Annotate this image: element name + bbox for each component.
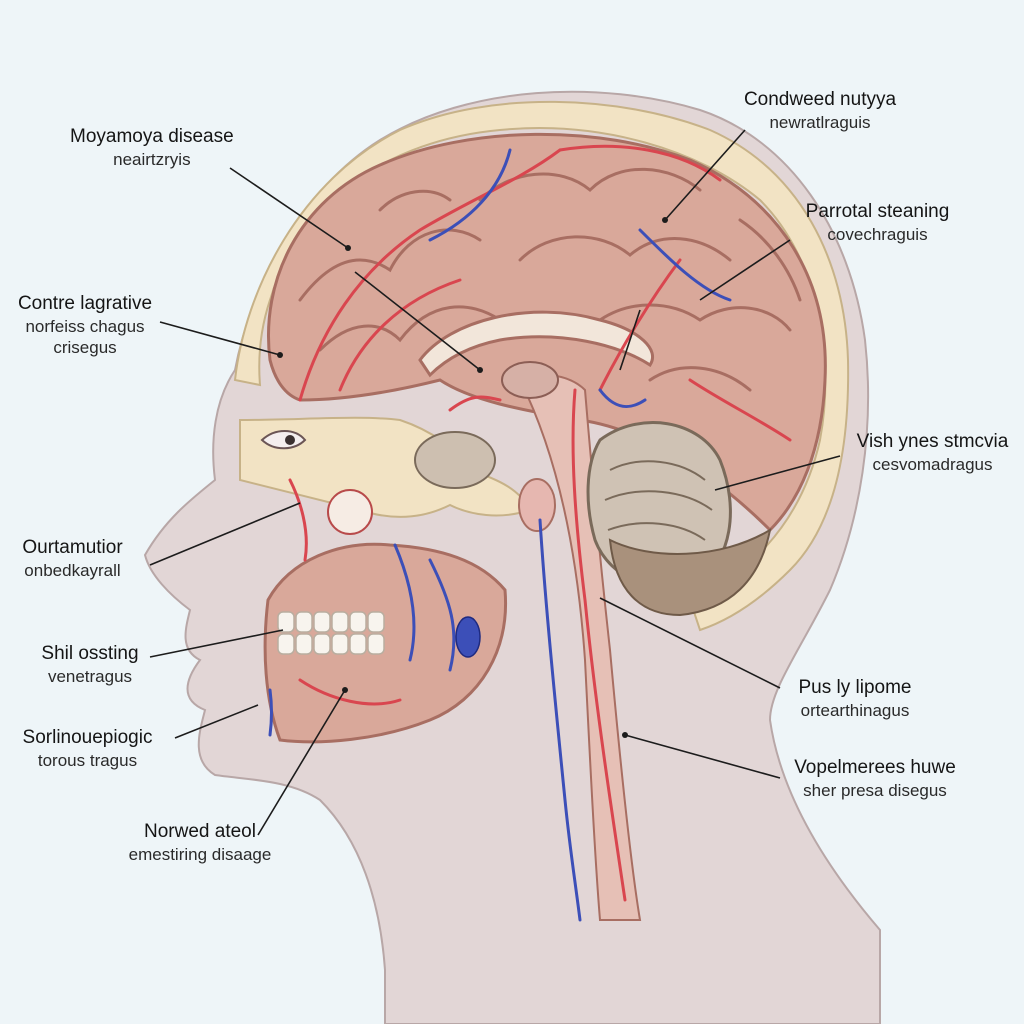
sphenoid-sinus [414,431,496,489]
label-ourtamutior: Ourtamutior onbedkayrall [0,536,145,581]
label-shil-sub: venetragus [47,666,133,686]
nasal-cavity [327,489,373,535]
label-contre-title: Contre lagrative [17,293,153,314]
leader-dots [277,217,668,738]
label-pus-title: Pus ly lipome [798,677,912,698]
label-contre: Contre lagrative norfeiss chagus crisegu… [0,292,170,358]
label-pus-sub: ortearthinagus [800,700,910,720]
label-norwed-sub: emestiring disaage [128,844,272,864]
label-parrotal-title: Parrotal steaning [805,201,950,222]
label-pus: Pus ly lipome ortearthinagus [775,676,935,721]
label-moyamoya: Moyamoya disease neairtzryis [70,125,234,170]
eye [260,430,307,450]
label-vopelmerees: Vopelmerees huwe sher presa disegus [775,756,975,801]
brainstem [518,373,642,921]
label-condweed: Condweed nutyya newratlraguis [730,88,910,133]
label-condweed-sub: newratlraguis [769,112,871,132]
leader-lines [149,129,841,836]
label-contre-sub2: crisegus [53,338,117,357]
label-condweed-title: Condweed nutyya [743,89,897,110]
lower-cerebellum [608,527,772,617]
skull [233,100,850,632]
label-parrotal: Parrotal steaning covechraguis [790,200,965,245]
veins [268,148,732,922]
label-sorlinoue-sub: torous tragus [37,750,138,770]
teeth [277,611,385,655]
pupil [285,435,295,445]
label-ourtamutior-sub: onbedkayrall [24,560,121,580]
cerebellum-folia [604,460,713,541]
blue-structure [455,616,481,658]
label-sorlinoue: Sorlinouepiogic torous tragus [0,726,175,771]
label-vish-sub: cesvomadragus [872,454,993,474]
pons [501,361,559,399]
label-shil-title: Shil ossting [41,643,139,664]
label-vopelmerees-sub: sher presa disegus [803,780,947,800]
arteries [288,144,792,902]
label-shil: Shil ossting venetragus [20,642,160,687]
label-contre-sub: norfeiss chagus [25,316,145,336]
pituitary [518,478,556,532]
label-ourtamutior-title: Ourtamutior [22,537,123,558]
label-moyamoya-title: Moyamoya disease [70,126,234,147]
label-parrotal-sub: covechraguis [827,224,928,244]
label-vish-title: Vish ynes stmcvia [856,431,1009,452]
label-norwed-title: Norwed ateol [144,821,256,842]
label-vopelmerees-title: Vopelmerees huwe [794,757,956,778]
corpus-callosum [418,310,654,378]
label-norwed: Norwed ateol emestiring disaage [100,820,300,865]
label-moyamoya-sub: neairtzryis [113,149,191,169]
label-sorlinoue-title: Sorlinouepiogic [22,727,153,748]
label-vish: Vish ynes stmcvia cesvomadragus [845,430,1020,475]
